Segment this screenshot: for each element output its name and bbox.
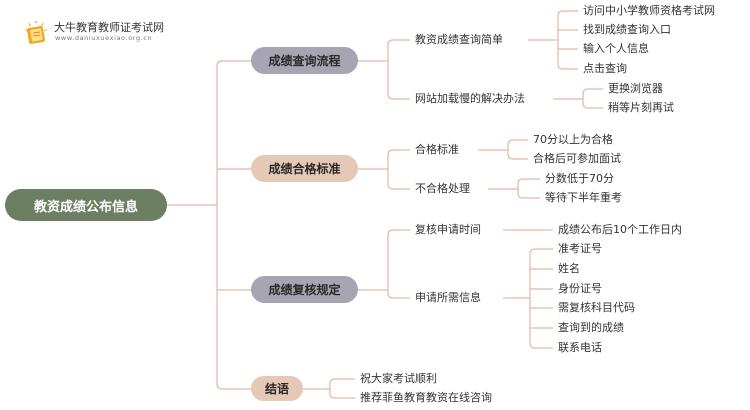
leaf-node: 找到成绩查询入口 (583, 23, 671, 36)
leaf-node: 访问中小学教师资格考试网 (583, 4, 715, 17)
sub-node: 网站加载慢的解决办法 (415, 92, 525, 105)
bracket-line (387, 39, 410, 100)
sub-node: 不合格处理 (415, 182, 470, 195)
brand-header: 大牛教育教师证考试网 www.daniuxuexiao.org.cn (22, 17, 192, 47)
bracket-line (517, 178, 540, 199)
leaf-node: 姓名 (558, 262, 580, 275)
leaf-node: 准考证号 (558, 242, 602, 255)
leaf-node: 祝大家考试顺利 (360, 372, 437, 385)
branch-node-pass-standard: 成绩合格标准 (251, 155, 358, 182)
leaf-node: 查询到的成绩 (558, 321, 624, 334)
leaf-node: 联系电话 (558, 341, 602, 354)
trunk-line (216, 60, 251, 390)
bracket-line (557, 10, 578, 70)
bracket-line (387, 149, 410, 190)
brand-name: 大牛教育教师证考试网 (54, 21, 164, 34)
leaf-node: 输入个人信息 (583, 42, 649, 55)
bracket-line (329, 378, 355, 399)
branch-node-conclusion: 结语 (251, 376, 303, 401)
branch-node-query-process: 成绩查询流程 (251, 47, 358, 74)
sub-node: 教资成绩查询简单 (415, 33, 503, 46)
leaf-node: 合格后可参加面试 (533, 152, 621, 165)
bracket-line (529, 248, 553, 349)
brand-url: www.daniuxuexiao.org.cn (55, 34, 153, 42)
sub-node: 申请所需信息 (415, 291, 481, 304)
sub-node: 复核申请时间 (415, 223, 481, 236)
bracket-line (507, 139, 528, 160)
leaf-node: 需复核科目代码 (558, 301, 635, 314)
sub-node: 合格标准 (415, 143, 459, 156)
bracket-line (387, 229, 410, 299)
leaf-node: 身份证号 (558, 282, 602, 295)
branch-node-review-rules: 成绩复核规定 (251, 276, 358, 303)
leaf-node: 成绩公布后10个工作日内 (558, 223, 682, 236)
bracket-line (582, 88, 603, 109)
root-node: 教资成绩公布信息 (5, 189, 167, 221)
leaf-node: 推荐菲鱼教育教资在线咨询 (360, 391, 492, 404)
leaf-node: 70分以上为合格 (533, 133, 613, 146)
leaf-node: 稍等片刻再试 (608, 101, 674, 114)
leaf-node: 更换浏览器 (608, 82, 663, 95)
leaf-node: 分数低于70分 (545, 172, 614, 185)
book-logo-icon (24, 20, 48, 44)
leaf-node: 等待下半年重考 (545, 191, 622, 204)
leaf-node: 点击查询 (583, 62, 627, 75)
